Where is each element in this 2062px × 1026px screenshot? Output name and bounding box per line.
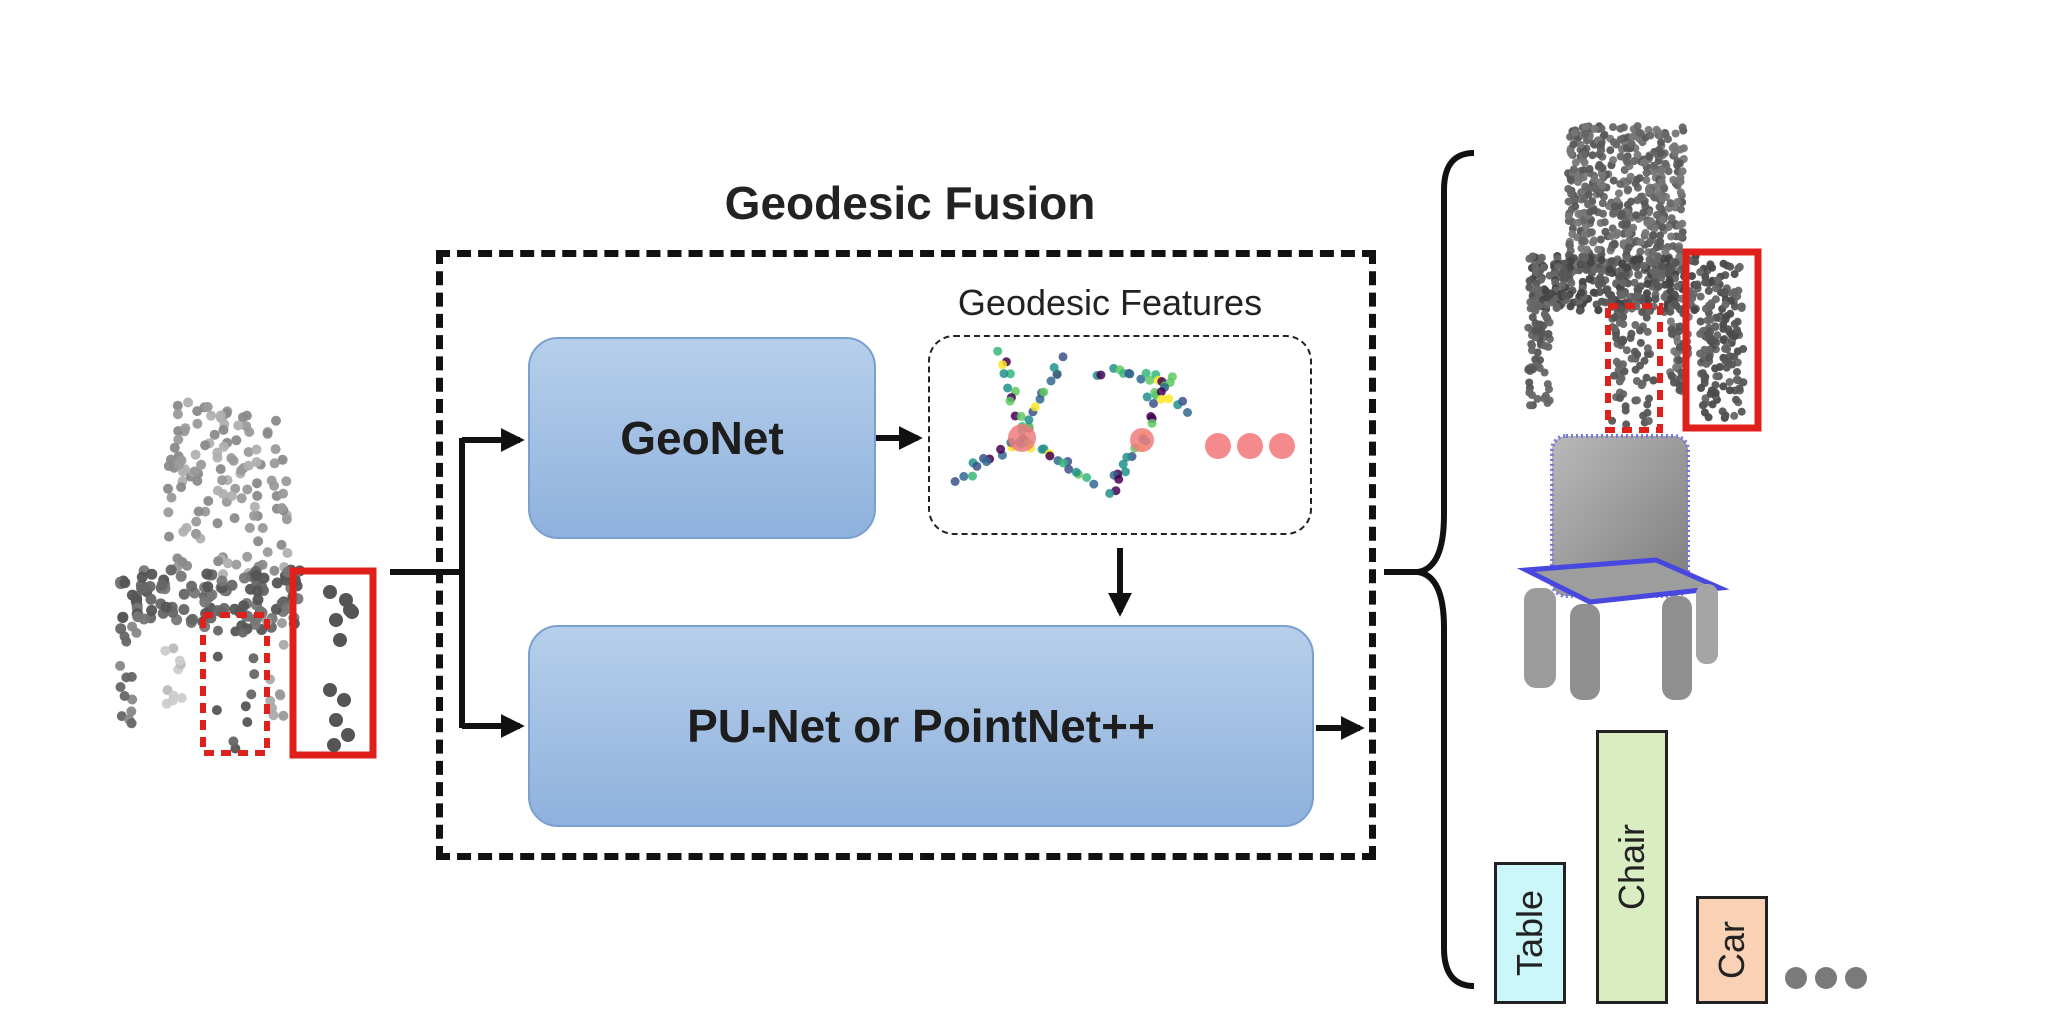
feature-center-point-2 [1130,428,1154,452]
punet-pointnet-block: PU-Net or PointNet++ [528,625,1314,827]
output-solid-highlight-box [1682,248,1762,432]
geodesic-fusion-title: Geodesic Fusion [724,177,1096,229]
category-label-car: Car [1710,920,1752,980]
mesh-chair [1516,434,1730,700]
input-split-line [390,438,465,728]
feature-center-point-1 [1008,424,1036,452]
feature-ellipsis-dots [1205,433,1295,459]
category-label-table: Table [1509,889,1550,977]
geonet-block: GeoNet [528,337,876,539]
geodesic-features-box [928,335,1312,535]
category-label-chair: Chair [1611,823,1652,911]
geodesic-features-label: Geodesic Features [957,282,1263,323]
output-dashed-highlight-box [1605,303,1663,433]
input-solid-highlight-box [289,567,377,759]
category-ellipsis-dots [1785,967,1867,989]
output-point-cloud [1524,122,1702,429]
category-bar-car: Car [1696,896,1768,1004]
output-zoom-points [1696,259,1748,422]
geodesic-fusion-frame [436,250,1376,860]
input-zoom-points [323,585,359,752]
punet-label: PU-Net or PointNet++ [687,700,1155,752]
category-bar-chair: Chair [1596,730,1668,1004]
output-curly-brace [1417,150,1475,989]
category-bar-table: Table [1494,862,1566,1004]
geonet-label: GeoNet [620,412,784,464]
input-point-cloud [115,397,306,754]
